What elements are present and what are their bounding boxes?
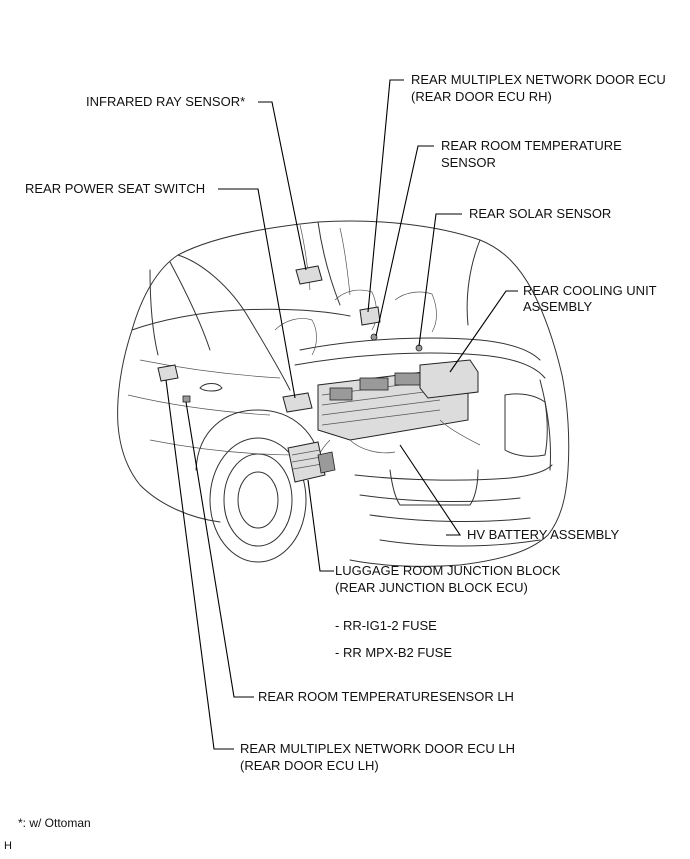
rear-room-temp-sensor-lh-part — [182, 395, 191, 403]
leader-cooling-unit — [449, 290, 518, 373]
label-luggage-junction-block: LUGGAGE ROOM JUNCTION BLOCK — [335, 563, 561, 578]
label-rear-solar-sensor: REAR SOLAR SENSOR — [469, 206, 612, 221]
label-rear-door-ecu-lh-sub: (REAR DOOR ECU LH) — [240, 758, 379, 773]
hv-battery-assembly-graphic — [287, 359, 481, 483]
label-luggage-junction-block-sub: (REAR JUNCTION BLOCK ECU) — [335, 580, 528, 595]
rear-room-temp-sensor-part — [370, 333, 378, 341]
rear-door-ecu-lh-part — [157, 364, 179, 382]
leader-room-temp — [375, 145, 434, 337]
corner-mark: H — [4, 840, 12, 852]
leader-junction-block — [307, 479, 334, 572]
label-hv-battery-assembly: HV BATTERY ASSEMBLY — [467, 527, 620, 542]
label-fuse-rr-mpx-b2: - RR MPX-B2 FUSE — [335, 645, 453, 660]
leader-lines — [165, 79, 518, 750]
leader-door-ecu-rh — [367, 79, 404, 313]
leader-room-temp-lh — [185, 401, 254, 698]
label-rear-room-temp-sensor-lh: REAR ROOM TEMPERATURESENSOR LH — [258, 689, 514, 704]
label-rear-door-ecu-rh-sub: (REAR DOOR ECU RH) — [411, 89, 552, 104]
label-rear-cooling-unit-sub: ASSEMBLY — [523, 299, 593, 314]
leader-power-seat-switch — [218, 188, 296, 399]
leader-infrared — [258, 101, 307, 271]
car-body — [117, 220, 570, 567]
rear-door-ecu-rh-part — [359, 306, 381, 326]
leader-hv-battery — [399, 444, 462, 536]
footnote: *: w/ Ottoman — [18, 816, 91, 830]
rear-power-seat-switch-part — [282, 392, 313, 413]
leader-door-ecu-lh — [165, 379, 234, 750]
label-rear-power-seat-switch: REAR POWER SEAT SWITCH — [25, 181, 206, 196]
label-rear-room-temp-sensor-sub: SENSOR — [441, 155, 496, 170]
leader-solar — [418, 213, 462, 347]
label-rear-room-temp-sensor: REAR ROOM TEMPERATURE — [441, 138, 622, 153]
label-rear-cooling-unit: REAR COOLING UNIT — [523, 283, 657, 298]
label-fuse-rr-ig1-2: - RR-IG1-2 FUSE — [335, 618, 437, 633]
small-components — [157, 265, 423, 413]
label-infrared-ray-sensor: INFRARED RAY SENSOR* — [86, 94, 246, 109]
label-rear-door-ecu-lh: REAR MULTIPLEX NETWORK DOOR ECU LH — [240, 741, 515, 756]
label-rear-door-ecu-rh: REAR MULTIPLEX NETWORK DOOR ECU — [411, 72, 666, 87]
infrared-ray-sensor-part — [295, 265, 323, 285]
